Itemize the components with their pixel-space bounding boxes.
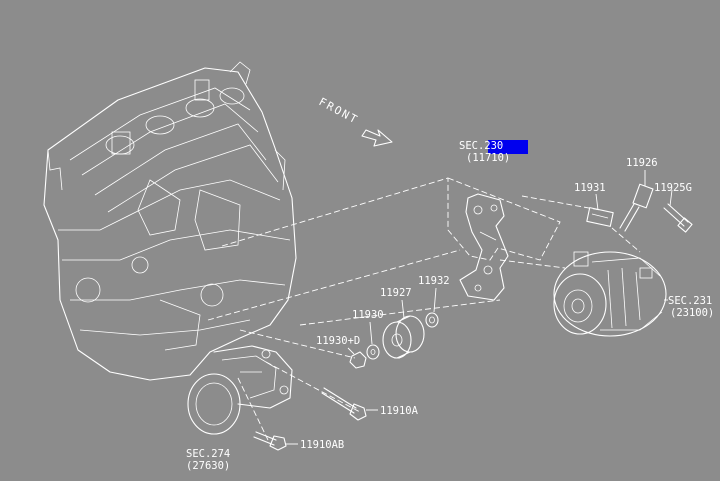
part-11930d-nut: [347, 347, 367, 369]
label-sec231[interactable]: SEC.231: [668, 295, 712, 307]
label-sec274[interactable]: SEC.274: [186, 448, 230, 460]
part-11931-spacer: [586, 193, 614, 227]
part-labels: SEC.230 (11710) 11926 11931 11925G SEC.2…: [186, 140, 714, 472]
assembly-guide-lines: [207, 177, 641, 441]
label-11927[interactable]: 11927: [380, 287, 412, 299]
label-11931[interactable]: 11931: [574, 182, 606, 194]
label-11930[interactable]: 11930: [352, 309, 384, 321]
part-11926-bolt: [619, 170, 654, 232]
front-arrow-icon: [361, 129, 393, 147]
label-sec274-code: (27630): [186, 460, 230, 472]
label-11910a[interactable]: 11910A: [380, 405, 419, 417]
label-sec231-code: (23100): [670, 307, 714, 319]
part-11910ab-bolt: [253, 431, 298, 451]
engine-block: [43, 61, 297, 381]
label-11925g[interactable]: 11925G: [654, 182, 692, 194]
label-11910ab[interactable]: 11910AB: [300, 439, 344, 451]
label-11926[interactable]: 11926: [626, 157, 658, 169]
label-11930d[interactable]: 11930+D: [316, 335, 360, 347]
front-direction-indicator: FRONT: [317, 95, 393, 147]
alternator: [553, 251, 668, 337]
highlight-marker: [488, 140, 528, 154]
part-11932-washer: [425, 287, 439, 328]
bracket-part: [459, 193, 509, 301]
label-sec230-code: (11710): [466, 152, 510, 164]
label-sec230[interactable]: SEC.230: [459, 140, 503, 152]
front-label: FRONT: [317, 95, 361, 127]
label-11932[interactable]: 11932: [418, 275, 450, 287]
part-11930-spacer: [366, 321, 380, 360]
part-11925g-bolt: [663, 189, 693, 233]
part-11927-idler-pulley: [382, 299, 425, 359]
part-11910a-bolt: [321, 387, 378, 421]
water-pump: [187, 345, 293, 435]
